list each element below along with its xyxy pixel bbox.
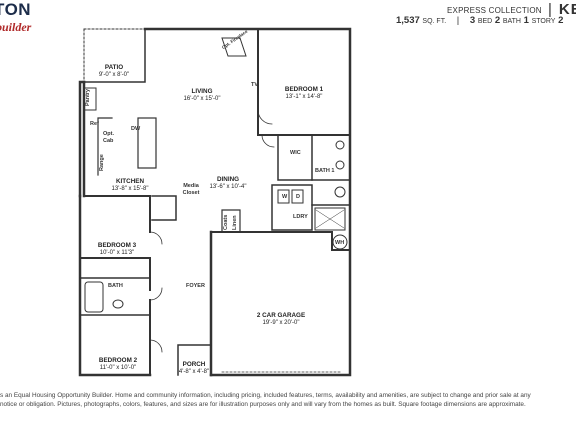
room-name: LIVING bbox=[191, 88, 213, 95]
coat-closet bbox=[221, 209, 241, 233]
media-closet-label: Media Closet bbox=[182, 183, 200, 196]
room-dim: 11'-0" x 10'-0" bbox=[99, 364, 137, 371]
wic-wall bbox=[277, 134, 313, 181]
sink-1 bbox=[335, 140, 345, 150]
plan-name: |KEN bbox=[548, 1, 576, 18]
pantry-label: Pantry bbox=[85, 88, 91, 106]
room-name: DINING bbox=[216, 176, 240, 183]
dw-label: DW bbox=[131, 126, 141, 132]
disclaimer: s an Equal Housing Opportunity Builder. … bbox=[0, 391, 576, 410]
room-dim: 10'-0" x 11'3" bbox=[99, 249, 135, 256]
garage-wall-top bbox=[210, 231, 351, 251]
range-label: Range bbox=[99, 154, 105, 171]
ref-label: Ref bbox=[90, 121, 99, 127]
sink-2 bbox=[335, 160, 345, 170]
bedroom1-wall bbox=[257, 28, 351, 136]
room-dim: 13'-6" x 10'-4" bbox=[209, 183, 247, 190]
dryer bbox=[291, 189, 304, 204]
bedroom2-door bbox=[149, 339, 163, 353]
washer-label: W bbox=[282, 194, 288, 200]
dryer-label: D bbox=[296, 194, 300, 200]
laundry-wall bbox=[271, 184, 313, 231]
baths-label: BATH bbox=[502, 18, 521, 25]
outer-wall-right bbox=[143, 27, 352, 377]
tv-label: TV bbox=[251, 82, 259, 88]
bedroom3-wall-bottom bbox=[79, 257, 151, 291]
room-dim: 19'-9" x 20'-0" bbox=[262, 319, 300, 326]
room-dim: 9'-0" x 8'-0" bbox=[98, 71, 130, 78]
baths-value: 2 bbox=[494, 15, 501, 26]
bath1-tub bbox=[334, 186, 346, 198]
sqft-value: 1,537 bbox=[396, 15, 420, 26]
bath-label: BATH bbox=[108, 283, 123, 289]
bedroom3-wall-top bbox=[83, 195, 151, 233]
room-dim: 4'-8" x 4'-8" bbox=[178, 368, 210, 375]
room-dim: 13'-8" x 15'-8" bbox=[111, 185, 149, 192]
shower bbox=[314, 207, 346, 231]
fireplace bbox=[221, 37, 247, 57]
bedroom1-door bbox=[257, 109, 273, 125]
logo-script: builder bbox=[0, 20, 32, 34]
room-dim: 16'-0" x 15'-0" bbox=[183, 95, 221, 102]
beds-value: 3 bbox=[469, 15, 476, 26]
patio-wall bbox=[83, 28, 146, 83]
room-name: KITCHEN bbox=[116, 178, 144, 185]
room-dim: 13'-1" x 14'-8" bbox=[285, 93, 323, 100]
kitchen-counter bbox=[97, 117, 113, 176]
washer bbox=[277, 189, 290, 204]
story-label: STORY bbox=[531, 18, 556, 25]
linen-label: Linen bbox=[232, 215, 238, 230]
beds-label: BED bbox=[477, 18, 493, 25]
collection-label: EXPRESS COLLECTION bbox=[447, 6, 542, 15]
plan-specs: 1,537 SQ. FT. | 3 BED 2 BATH 1 STORY 2 bbox=[396, 15, 563, 26]
water-heater bbox=[332, 234, 348, 250]
sqft-unit: SQ. FT. bbox=[422, 18, 447, 25]
room-name: PORCH bbox=[182, 361, 206, 368]
pantry-closet bbox=[83, 87, 97, 111]
builder-logo: TON builder bbox=[0, 0, 40, 36]
coats-label: Coats bbox=[223, 214, 229, 230]
porch-wall bbox=[177, 344, 212, 376]
bath1-label: BATH 1 bbox=[315, 168, 335, 174]
plan-name-text: KEN bbox=[558, 1, 576, 18]
room-name: PATIO bbox=[104, 64, 124, 71]
bathtub bbox=[84, 281, 104, 313]
laundry-label: LDRY bbox=[293, 214, 308, 220]
wic-label: WIC bbox=[290, 150, 301, 156]
disclaimer-line-2: notice or obligation. Pictures, photogra… bbox=[0, 401, 526, 409]
bedroom3-door bbox=[149, 231, 163, 245]
room-name: BEDROOM 2 bbox=[98, 357, 138, 364]
toilet bbox=[112, 299, 124, 309]
story-value: 1 bbox=[523, 15, 529, 26]
media-closet bbox=[151, 195, 177, 221]
room-name: BEDROOM 1 bbox=[284, 86, 324, 93]
logo-wordmark: TON bbox=[0, 0, 32, 19]
disclaimer-line-1: s an Equal Housing Opportunity Builder. … bbox=[0, 392, 531, 399]
water-heater-label: WH bbox=[335, 240, 345, 246]
foyer-label: FOYER bbox=[186, 283, 205, 289]
wic-door bbox=[261, 134, 275, 148]
outer-wall-jog bbox=[78, 80, 86, 198]
kitchen-island bbox=[137, 117, 157, 169]
garage-value: 2 bbox=[558, 15, 564, 26]
bath-door bbox=[149, 287, 163, 301]
spec-divider: | bbox=[456, 15, 460, 26]
opt-cab-label: Opt. Cab bbox=[103, 131, 114, 144]
room-name: 2 CAR GARAGE bbox=[256, 312, 306, 319]
shower-x bbox=[315, 209, 345, 229]
room-name: BEDROOM 3 bbox=[97, 242, 137, 249]
